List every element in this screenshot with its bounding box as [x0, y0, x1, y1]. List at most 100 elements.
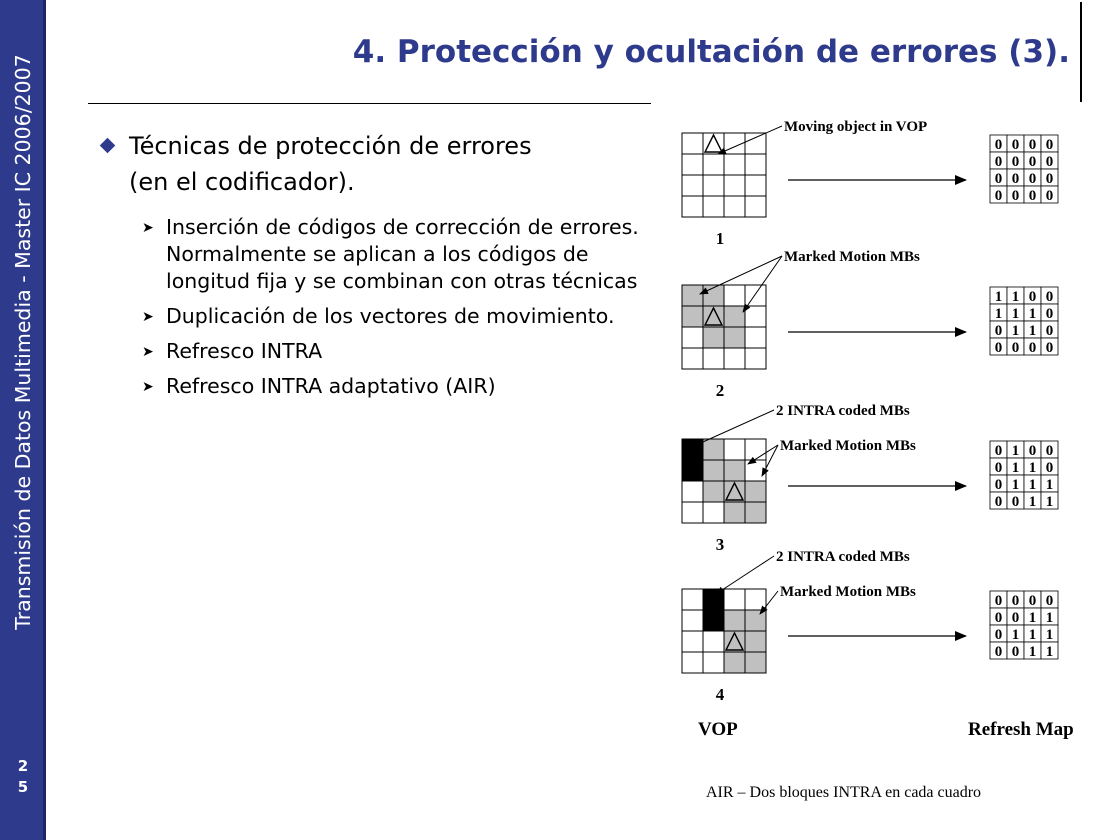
vop-cell [681, 305, 704, 328]
map-value: 1 [1012, 443, 1020, 459]
vop-cell [723, 438, 746, 461]
vop-cell [702, 459, 725, 482]
label-intra-coded: 2 INTRA coded MBs [776, 549, 910, 565]
leader-arrow [747, 444, 779, 465]
arrow-bullet-icon: ➤ [142, 309, 154, 325]
vop-cell [681, 174, 704, 197]
map-value: 0 [1029, 137, 1037, 153]
map-value: 1 [1012, 323, 1020, 339]
map-value: 0 [995, 443, 1003, 459]
map-value: 0 [1046, 340, 1054, 356]
map-value: 0 [995, 644, 1003, 660]
sub-bullet-item: ➤Inserción de códigos de corrección de e… [142, 215, 639, 293]
vop-cell [681, 132, 704, 155]
vop-cell [681, 347, 704, 370]
vop-cell [744, 501, 767, 524]
moving-object-icon [724, 481, 745, 501]
map-value: 0 [995, 610, 1003, 626]
vop-cell [723, 305, 746, 328]
map-value: 1 [1029, 494, 1037, 510]
map-value: 0 [995, 188, 1003, 204]
map-value: 0 [995, 460, 1003, 476]
map-value: 0 [995, 340, 1003, 356]
sidebar-course-title: Transmisión de Datos Multimedia - Master… [11, 54, 36, 630]
map-value: 0 [1029, 154, 1037, 170]
leader-arrow [715, 555, 775, 595]
map-value: 1 [1012, 306, 1020, 322]
title-divider-horizontal [88, 103, 651, 104]
map-value: 0 [1012, 494, 1020, 510]
map-value: 0 [1046, 593, 1054, 609]
map-value: 1 [1046, 610, 1054, 626]
map-value: 0 [1046, 306, 1054, 322]
moving-object-icon [703, 133, 724, 153]
vop-cell [681, 480, 704, 503]
vop-cell [681, 630, 704, 653]
map-value: 0 [1046, 460, 1054, 476]
map-value: 1 [1012, 460, 1020, 476]
map-value: 0 [1029, 443, 1037, 459]
map-value: 1 [1046, 494, 1054, 510]
map-cell [1040, 641, 1059, 660]
map-value: 0 [1012, 154, 1020, 170]
map-value: 0 [1029, 171, 1037, 187]
vop-cell [744, 284, 767, 307]
label-moving-object: Moving object in VOP [784, 119, 927, 135]
vop-cell [744, 195, 767, 218]
map-value: 1 [1046, 627, 1054, 643]
map-value: 0 [995, 477, 1003, 493]
vop-cell [723, 153, 746, 176]
map-value: 1 [1029, 323, 1037, 339]
map-value: 0 [1046, 171, 1054, 187]
map-value: 0 [1029, 188, 1037, 204]
map-value: 1 [1029, 610, 1037, 626]
vop-cell [723, 501, 746, 524]
vop-cell [681, 651, 704, 674]
vop-cell [723, 195, 746, 218]
map-value: 0 [1012, 610, 1020, 626]
vop-cell [681, 459, 704, 482]
label-marked-motion: Marked Motion MBs [784, 249, 920, 265]
vop-cell [744, 326, 767, 349]
map-value: 0 [1046, 154, 1054, 170]
vop-cell [681, 195, 704, 218]
vop-cell [744, 174, 767, 197]
main-bullet: Técnicas de protección de errores (en el… [94, 128, 654, 200]
leader-arrow [699, 255, 783, 295]
map-value: 1 [995, 306, 1003, 322]
vop-cell [681, 588, 704, 611]
vop-cell [681, 609, 704, 632]
label-marked-motion: Marked Motion MBs [780, 584, 916, 600]
main-bullet-text: Técnicas de protección de errores (en el… [129, 132, 532, 196]
vop-cell [723, 651, 746, 674]
vop-cell [702, 501, 725, 524]
map-cell [1040, 491, 1059, 510]
arrow-bullet-icon: ➤ [142, 220, 154, 236]
vop-cell [723, 609, 746, 632]
map-value: 1 [1029, 477, 1037, 493]
page-number: 2 5 [17, 757, 29, 796]
map-value: 1 [1029, 460, 1037, 476]
map-value: 0 [1012, 340, 1020, 356]
diamond-bullet-icon [99, 137, 116, 154]
map-value: 0 [1012, 188, 1020, 204]
moving-object-icon [703, 306, 724, 326]
panel-number: 4 [716, 685, 725, 704]
map-value: 1 [1012, 289, 1020, 305]
map-value: 0 [995, 171, 1003, 187]
vop-cell [702, 326, 725, 349]
vop-cell [744, 651, 767, 674]
arrow-bullet-icon: ➤ [142, 379, 154, 395]
panel-number: 1 [716, 229, 725, 248]
panel-number: 3 [716, 535, 725, 554]
vop-cell [744, 347, 767, 370]
figure-caption: AIR – Dos bloques INTRA en cada cuadro [706, 784, 982, 801]
sub-bullet-item: ➤Duplicación de los vectores de movimien… [140, 303, 660, 330]
map-value: 0 [1046, 137, 1054, 153]
vop-cell [702, 347, 725, 370]
leader-arrow [717, 125, 783, 155]
vop-cell [744, 305, 767, 328]
vop-label: VOP [698, 719, 738, 740]
map-value: 0 [995, 494, 1003, 510]
map-value: 0 [995, 627, 1003, 643]
